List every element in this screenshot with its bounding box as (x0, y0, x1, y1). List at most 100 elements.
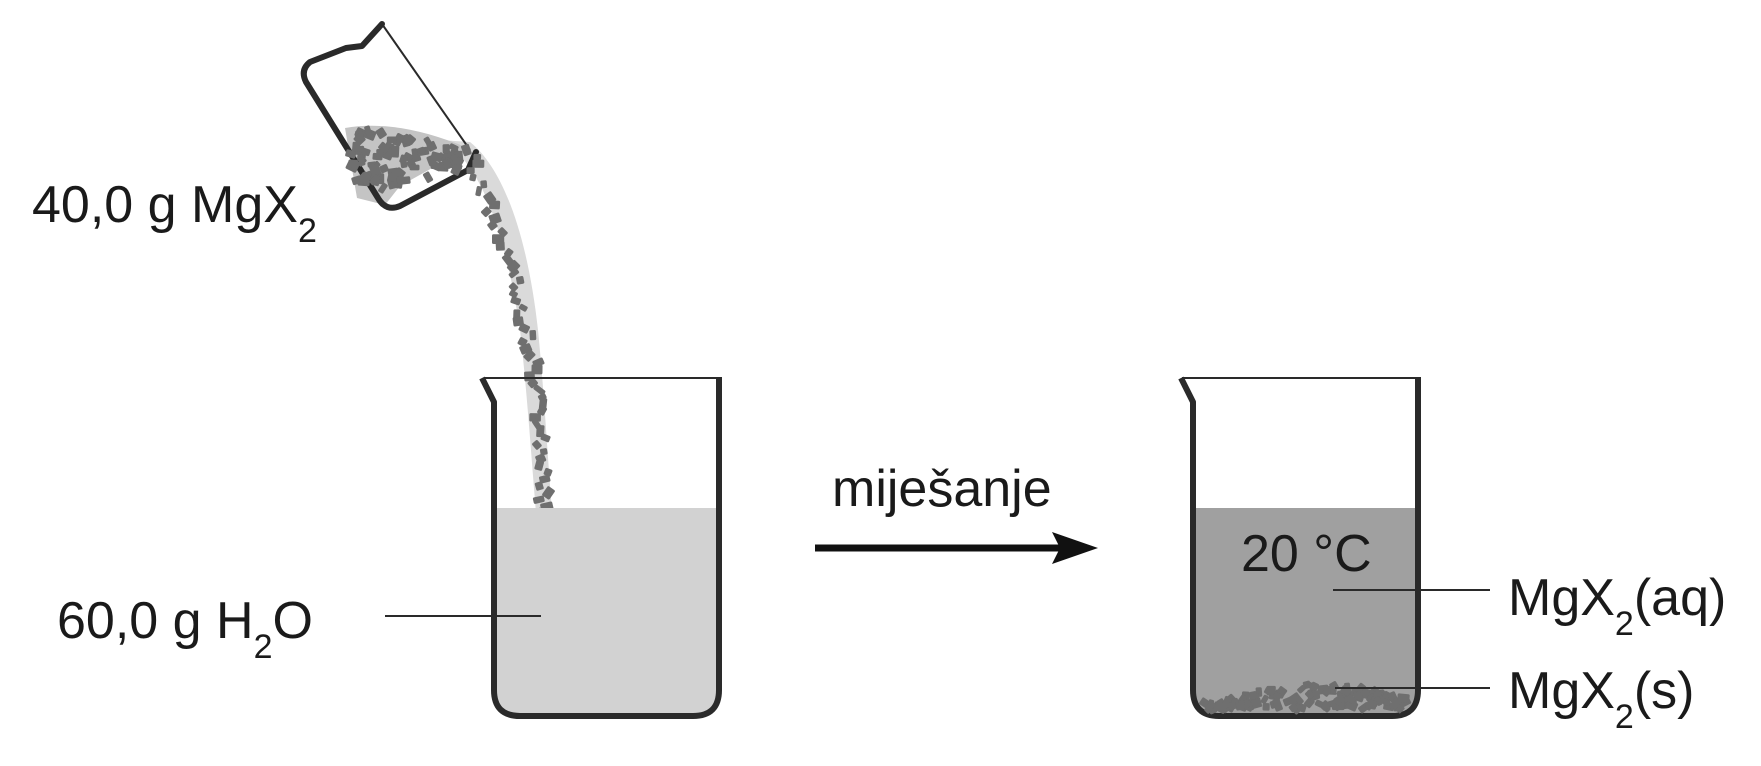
grain (497, 227, 508, 238)
grain (448, 143, 459, 152)
grain (364, 125, 373, 137)
grain (461, 143, 472, 157)
grain (423, 136, 432, 146)
grain (542, 486, 555, 500)
water-label: 60,0 g H2O (57, 592, 313, 666)
grain (392, 133, 405, 147)
grain (1309, 681, 1319, 692)
grain (518, 303, 528, 312)
grain (1260, 694, 1269, 705)
grain (386, 136, 397, 144)
container-grains (345, 125, 464, 194)
left-beaker-outline (479, 376, 722, 719)
grain (453, 157, 463, 165)
process-label: miješanje (832, 460, 1052, 518)
grain (422, 171, 434, 183)
right-beaker (1178, 376, 1421, 719)
solution-label: MgX2(aq) (1508, 569, 1726, 643)
grain (430, 151, 443, 163)
grain (1227, 701, 1237, 711)
grain (348, 159, 359, 168)
grain (443, 158, 453, 169)
right-beaker-outline (1178, 376, 1421, 719)
grain (387, 172, 398, 182)
grain (1206, 699, 1215, 712)
grain (1373, 691, 1382, 698)
grain (487, 220, 498, 231)
grain (1266, 685, 1276, 696)
grain (358, 171, 372, 185)
grain (442, 144, 450, 154)
grain (506, 259, 521, 274)
process-arrow (815, 532, 1098, 564)
grain (1249, 691, 1258, 700)
grain (1251, 698, 1263, 709)
grain (391, 145, 400, 158)
grain (357, 154, 366, 167)
grain (529, 413, 541, 422)
grain (495, 241, 505, 251)
grain (415, 146, 426, 155)
grain (1294, 694, 1304, 705)
temperature-label: 20 °C (1241, 525, 1372, 583)
grain (1397, 693, 1410, 703)
container-outline (300, 21, 479, 211)
grain (518, 322, 530, 334)
grain (537, 405, 548, 416)
grain (1288, 703, 1298, 713)
grain (539, 448, 548, 456)
grain (1367, 699, 1378, 710)
grain (1272, 698, 1283, 712)
container-edge (381, 23, 471, 151)
grain (1262, 703, 1270, 711)
grain (534, 459, 544, 471)
grain (1374, 696, 1384, 706)
grain (489, 200, 501, 210)
grain (396, 175, 405, 185)
grain (508, 289, 518, 299)
grain (515, 276, 525, 285)
grain (369, 163, 382, 178)
grain (472, 159, 485, 168)
grain (532, 495, 545, 504)
grain (1332, 700, 1345, 711)
grain (469, 173, 477, 182)
grain (1355, 691, 1363, 701)
grain (538, 474, 551, 484)
left-beaker-water (494, 508, 719, 716)
grain (1360, 689, 1370, 699)
grain (510, 296, 522, 306)
grain (533, 384, 546, 396)
grain (399, 154, 408, 164)
right-beaker-solution (1193, 508, 1418, 716)
grain (378, 182, 388, 194)
grain (473, 153, 482, 160)
grain (508, 282, 519, 292)
grain (369, 174, 381, 186)
grain (409, 164, 420, 171)
grain (406, 135, 413, 146)
grain (540, 433, 551, 443)
grain (517, 337, 528, 347)
grain (1314, 699, 1324, 708)
grain (1297, 684, 1306, 694)
grain (411, 148, 419, 160)
grain (543, 467, 553, 477)
solid-label: MgX2(s) (1508, 662, 1694, 736)
grain (378, 141, 390, 154)
grain (529, 330, 537, 341)
grain (508, 268, 520, 279)
grain (532, 440, 542, 450)
grain (375, 127, 387, 139)
grain (523, 349, 536, 362)
grain (1346, 694, 1356, 704)
solute-label: 40,0 g MgX2 (32, 176, 317, 250)
grain (1272, 691, 1282, 701)
grain (466, 167, 475, 175)
grain (1321, 687, 1331, 697)
grain (1333, 694, 1345, 706)
grain (1304, 689, 1315, 699)
grain (534, 481, 544, 491)
grain (480, 180, 488, 189)
